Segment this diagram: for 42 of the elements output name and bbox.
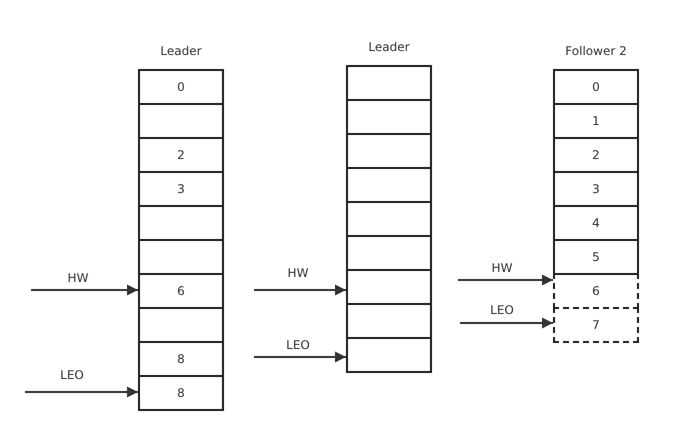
empty-log-entry <box>346 133 432 169</box>
log-entry: 3 <box>138 171 224 207</box>
log-entry: 0 <box>553 69 639 105</box>
log-entry: 6 <box>553 273 639 309</box>
empty-log-entry <box>346 303 432 339</box>
empty-log-entry <box>138 103 224 139</box>
arrow <box>25 386 138 398</box>
arrow <box>458 274 553 286</box>
arrow <box>460 318 553 328</box>
empty-log-entry <box>346 337 432 373</box>
edge-label: HW <box>492 260 512 276</box>
column-heading: Leader <box>368 39 410 55</box>
column-heading: Leader <box>160 43 202 59</box>
log-entry: 5 <box>553 239 639 275</box>
log-entry: 2 <box>138 137 224 173</box>
column-heading: Follower 2 <box>565 43 627 59</box>
log-entry: 7 <box>553 307 639 343</box>
arrow <box>254 352 346 362</box>
arrow <box>31 284 138 296</box>
empty-log-entry <box>346 235 432 271</box>
empty-log-entry <box>346 167 432 203</box>
log-entry: 1 <box>553 103 639 139</box>
empty-log-entry <box>346 201 432 237</box>
empty-log-entry <box>138 307 224 343</box>
log-entry: 6 <box>138 273 224 309</box>
edge-label: HW <box>288 265 308 281</box>
edge-label: HW <box>68 270 88 286</box>
log-entry: 8 <box>138 375 224 411</box>
empty-log-entry <box>346 65 432 101</box>
empty-log-entry <box>346 99 432 135</box>
empty-log-entry <box>346 269 432 305</box>
empty-log-entry <box>138 239 224 275</box>
edge-label: LEO <box>490 302 514 318</box>
log-entry: 8 <box>138 341 224 377</box>
log-entry: 3 <box>553 171 639 207</box>
arrow <box>254 284 346 296</box>
log-entry: 4 <box>553 205 639 241</box>
log-entry: 2 <box>553 137 639 173</box>
edge-label: LEO <box>286 337 310 353</box>
empty-log-entry <box>138 205 224 241</box>
log-entry: 0 <box>138 69 224 105</box>
edge-label: LEO <box>60 367 84 383</box>
